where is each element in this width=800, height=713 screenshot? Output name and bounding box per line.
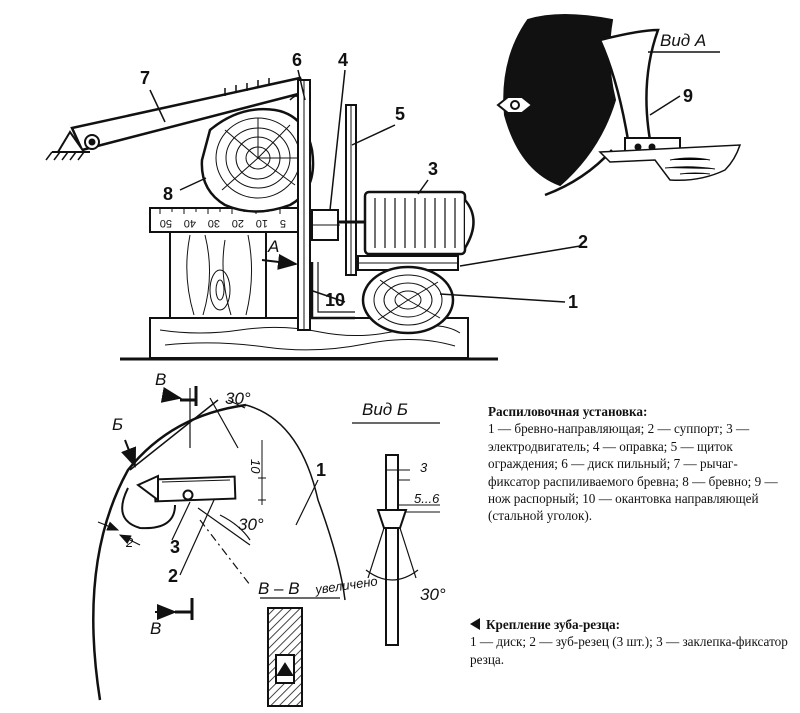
section-b-bottom-label: В bbox=[150, 619, 161, 638]
caption-tooth-title: Крепление зуба-резца: bbox=[486, 617, 621, 632]
main-part-labels: 7 6 4 5 3 8 2 1 10 А bbox=[140, 50, 588, 312]
label-1: 1 bbox=[568, 292, 578, 312]
caption-tooth-text: 1 — диск; 2 — зуб-резец (3 шт.); 3 — зак… bbox=[470, 634, 788, 667]
ruler-tick: 5 bbox=[280, 217, 286, 229]
dim-2-label: 2 bbox=[125, 535, 134, 550]
dim-3-label: 3 bbox=[420, 460, 428, 475]
caption-sawmill-legend: Распиловочная установка: 1 — бревно-напр… bbox=[488, 403, 788, 525]
caption-sawmill-title: Распиловочная установка: bbox=[488, 404, 648, 419]
label-2: 2 bbox=[578, 232, 588, 252]
left-pointer-icon bbox=[470, 618, 480, 630]
view-b-title: Вид Б bbox=[362, 400, 408, 419]
caption-tooth-legend: Крепление зуба-резца: 1 — диск; 2 — зуб-… bbox=[470, 616, 790, 668]
ruler-tick: 50 bbox=[160, 217, 172, 229]
angle-bottom-label: 30° bbox=[420, 585, 446, 604]
tooth-label-2: 2 bbox=[168, 566, 178, 586]
label-10: 10 bbox=[325, 290, 345, 310]
ruler-tick: 10 bbox=[256, 217, 268, 229]
tooth-label-3: 3 bbox=[170, 537, 180, 557]
label-3: 3 bbox=[428, 159, 438, 179]
section-b-top-label: В bbox=[155, 370, 166, 389]
view-a-title: Вид А bbox=[660, 31, 706, 50]
tooth-label-1: 1 bbox=[316, 460, 326, 480]
section-title: В – В bbox=[258, 579, 300, 598]
tooth-mounting-detail bbox=[92, 386, 346, 701]
view-a-detail bbox=[496, 14, 742, 197]
view-b-detail: Вид Б bbox=[352, 400, 440, 646]
angle-mid-label: 30° bbox=[238, 515, 264, 534]
arrow-a-label: А bbox=[267, 237, 279, 256]
section-b-b-detail bbox=[260, 597, 340, 707]
dim-10-label: 10 bbox=[248, 459, 263, 474]
tooth-labels: В В Б 30° 30° 10 2 1 2 3 bbox=[112, 370, 326, 638]
label-6: 6 bbox=[292, 50, 302, 70]
label-4: 4 bbox=[338, 50, 348, 70]
arrow-b-label: Б bbox=[112, 415, 123, 434]
label-5: 5 bbox=[395, 104, 405, 124]
angle-top-label: 30° bbox=[225, 389, 251, 408]
caption-sawmill-text: 1 — бревно-направляющая; 2 — суппорт; 3 … bbox=[488, 421, 778, 524]
ruler-tick: 20 bbox=[232, 217, 244, 229]
label-7: 7 bbox=[140, 68, 150, 88]
sawmill-assembly bbox=[45, 69, 581, 361]
label-9: 9 bbox=[683, 86, 693, 106]
dim-5-6-label: 5...6 bbox=[414, 491, 440, 506]
label-8: 8 bbox=[163, 184, 173, 204]
ruler-ticks: 50 40 30 20 10 5 bbox=[160, 217, 286, 229]
ruler-tick: 40 bbox=[184, 217, 196, 229]
ruler-tick: 30 bbox=[208, 217, 220, 229]
